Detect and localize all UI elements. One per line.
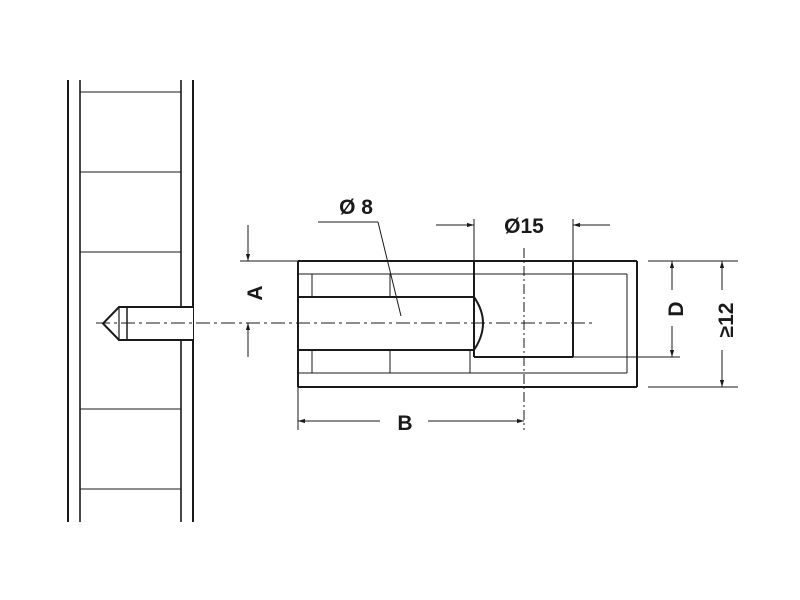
dim-d-label: D bbox=[665, 301, 688, 316]
bore-small bbox=[298, 274, 484, 373]
dimension-b: B bbox=[297, 387, 524, 435]
dimension-min-thickness: ≥12 bbox=[648, 260, 738, 388]
diameter-8-callout: Ø 8 bbox=[318, 196, 402, 317]
diameter-8-label: Ø 8 bbox=[339, 196, 373, 219]
left-panel bbox=[67, 80, 194, 522]
right-panel bbox=[297, 260, 638, 388]
diameter-15-dimension: Ø15 bbox=[436, 215, 610, 261]
diameter-15-label: Ø15 bbox=[504, 215, 544, 238]
dimension-a: A bbox=[240, 225, 298, 357]
dim-min-thickness-label: ≥12 bbox=[715, 303, 738, 338]
dimension-d: D bbox=[573, 260, 688, 358]
bore-large bbox=[473, 248, 627, 430]
dim-a-label: A bbox=[244, 285, 267, 300]
dim-b-label: B bbox=[397, 412, 412, 435]
